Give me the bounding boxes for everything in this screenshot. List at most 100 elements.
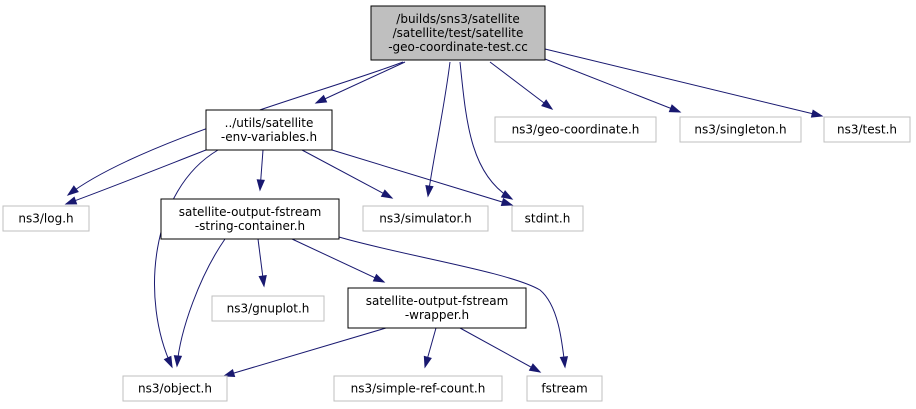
node-box (333, 375, 503, 402)
edge-arrowhead (372, 273, 386, 283)
node-box (494, 116, 657, 143)
edge-wrapper-to-object (222, 327, 387, 378)
edge-line (65, 149, 207, 205)
edge-arrowhead (423, 355, 432, 369)
node-label-line: satellite-output-fstream (366, 294, 509, 308)
edge-arrowhead (314, 94, 328, 104)
edge-root-to-simulator (425, 61, 451, 198)
edge-root-to-singleton (544, 58, 682, 113)
edge-line (291, 238, 385, 283)
edge-arrowhead (380, 189, 394, 199)
edge-env-to-strcont (256, 149, 265, 192)
edge-line (544, 48, 823, 117)
node-label-line: /builds/sns3/satellite (396, 12, 519, 26)
node-object: ns3/object.h (122, 375, 228, 402)
node-singleton: ns3/singleton.h (679, 116, 802, 143)
edge-arrowhead (668, 104, 682, 113)
node-box (205, 109, 333, 151)
edge-arrowhead (500, 197, 514, 206)
edge-line (459, 327, 541, 373)
node-box (823, 116, 911, 143)
edge-arrowhead (528, 363, 542, 373)
node-wrapper[interactable]: satellite-output-fstream-wrapper.h (347, 287, 527, 329)
node-box (679, 116, 802, 143)
edge-arrowhead (500, 190, 514, 200)
edge-env-to-object (154, 149, 219, 369)
node-label-line: ns3/singleton.h (694, 123, 786, 137)
edge-arrowhead (163, 355, 173, 369)
node-fstream: fstream (526, 375, 603, 402)
edge-line (331, 149, 513, 206)
edge-arrowhead (256, 179, 265, 192)
node-box (2, 205, 90, 232)
node-label-line: ns3/test.h (837, 123, 897, 137)
edge-line (338, 236, 566, 368)
node-label-line: ns3/gnuplot.h (227, 302, 310, 316)
nodes-layer: /builds/sns3/satellite/satellite/test/sa… (2, 5, 911, 402)
edge-arrowhead (66, 185, 79, 196)
edges-layer (64, 48, 824, 378)
edge-arrowhead (810, 109, 824, 118)
edge-line (315, 61, 406, 104)
edge-strcont-to-wrapper (291, 238, 386, 283)
node-label-line: ns3/simulator.h (379, 212, 471, 226)
edge-env-to-simulator (301, 149, 394, 199)
edge-env-to-stdint (331, 149, 514, 206)
edge-root-to-test (544, 48, 824, 118)
edge-arrowhead (173, 355, 183, 368)
node-box (347, 287, 527, 329)
edge-strcont-to-gnuplot (257, 238, 267, 288)
node-simpleref: ns3/simple-ref-count.h (333, 375, 503, 402)
node-simulator: ns3/simulator.h (362, 205, 489, 232)
node-gnuplot: ns3/gnuplot.h (211, 295, 325, 322)
node-strcont[interactable]: satellite-output-fstream-string-containe… (160, 198, 340, 240)
node-label-line: stdint.h (525, 212, 571, 226)
node-geo: ns3/geo-coordinate.h (494, 116, 657, 143)
edge-line (459, 61, 513, 200)
edge-line (427, 61, 451, 197)
node-env[interactable]: ../utils/satellite-env-variables.h (205, 109, 333, 151)
edge-line (154, 149, 219, 368)
edge-line (301, 149, 393, 199)
edge-arrowhead (559, 356, 569, 369)
edge-arrowhead (222, 368, 236, 378)
node-label-line: -wrapper.h (405, 308, 469, 322)
node-log: ns3/log.h (2, 205, 90, 232)
node-label-line: -string-container.h (195, 219, 305, 233)
node-label-line: fstream (541, 382, 587, 396)
node-box (122, 375, 228, 402)
edge-line (489, 61, 553, 110)
edge-wrapper-to-fstream (459, 327, 542, 373)
node-label-line: satellite-output-fstream (179, 205, 322, 219)
node-root[interactable]: /builds/sns3/satellite/satellite/test/sa… (370, 5, 546, 61)
node-box (526, 375, 603, 402)
edge-line (176, 238, 226, 367)
edge-arrowhead (258, 275, 267, 288)
edge-strcont-to-object (173, 238, 226, 368)
edge-strcont-to-fstream (338, 236, 569, 369)
node-label-line: ns3/object.h (138, 382, 212, 396)
node-label-line: ns3/geo-coordinate.h (512, 123, 640, 137)
edge-arrowhead (425, 185, 434, 198)
edge-arrowhead (541, 99, 554, 110)
edge-root-to-stdint (459, 61, 514, 200)
node-label-line: ns3/log.h (18, 212, 73, 226)
node-label-line: /satellite/test/satellite (393, 26, 524, 40)
node-label-line: -env-variables.h (221, 130, 317, 144)
edge-root-to-env (314, 61, 406, 104)
node-box (211, 295, 325, 322)
edge-arrowhead (64, 196, 78, 205)
edge-line (544, 58, 681, 113)
node-box (511, 205, 584, 232)
edge-env-to-log (64, 149, 207, 205)
node-label-line: ../utils/satellite (225, 116, 314, 130)
node-stdint: stdint.h (511, 205, 584, 232)
edge-line (223, 327, 387, 377)
node-box (362, 205, 489, 232)
node-test: ns3/test.h (823, 116, 911, 143)
edge-wrapper-to-simpleref (423, 327, 437, 369)
node-box (370, 5, 546, 61)
node-label-line: ns3/simple-ref-count.h (351, 382, 486, 396)
node-label-line: -geo-coordinate-test.cc (388, 40, 528, 54)
